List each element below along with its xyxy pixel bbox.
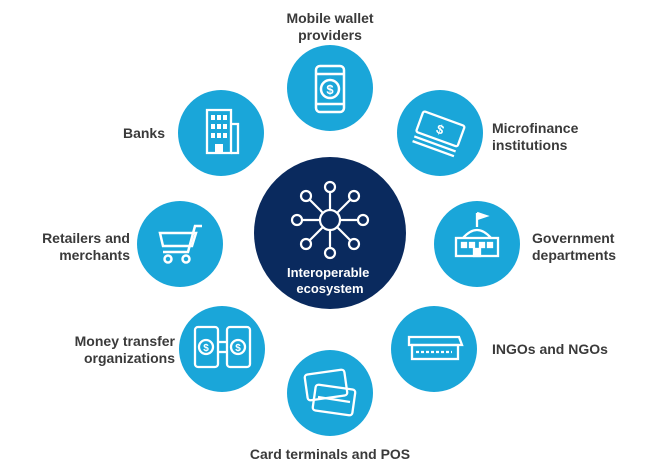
storefront-icon (407, 335, 464, 361)
node-ingos (391, 306, 477, 392)
shopping-cart-icon (158, 224, 202, 264)
label-government: Government departments (532, 230, 617, 263)
center-label-line-2: ecosystem (296, 281, 363, 296)
label-retailers: Retailers and merchants (42, 230, 130, 263)
label-money-transfer: Money transfer organizations (74, 333, 175, 366)
node-circle (287, 350, 373, 436)
center-node: Interoperable ecosystem (254, 157, 406, 309)
node-circle (397, 90, 483, 176)
node-card-terminals (287, 350, 373, 436)
office-building-icon (205, 108, 240, 155)
node-circle (434, 201, 520, 287)
label-microfinance: Microfinance institutions (492, 120, 579, 153)
svg-text:$: $ (235, 343, 241, 354)
svg-text:$: $ (326, 82, 334, 97)
phone-transfer-icon: $ $ (193, 325, 252, 369)
node-government (434, 201, 520, 287)
svg-text:Interoperable ecosyste: Interoperable ecosystem (287, 265, 373, 296)
svg-text:$: $ (203, 343, 209, 354)
node-circle (137, 201, 223, 287)
network-hub-icon (290, 180, 370, 260)
node-retailers (137, 201, 223, 287)
government-building-icon (454, 211, 500, 258)
node-circle (391, 306, 477, 392)
label-card-terminals: Card terminals and POS (249, 446, 411, 462)
node-mobile-wallet: $ (287, 45, 373, 131)
label-banks: Banks (122, 125, 165, 141)
node-circle (179, 306, 265, 392)
node-circle (287, 45, 373, 131)
label-ingos: INGOs and NGOs (492, 341, 608, 357)
payment-cards-icon (303, 368, 357, 417)
label-mobile-wallet: Mobile wallet providers (286, 10, 374, 43)
smartphone-dollar-icon: $ (314, 64, 346, 114)
node-microfinance: $ (397, 90, 483, 176)
node-banks (178, 90, 264, 176)
node-money-transfer: $ $ (179, 306, 265, 392)
center-label-line-1: Interoperable (287, 265, 369, 280)
